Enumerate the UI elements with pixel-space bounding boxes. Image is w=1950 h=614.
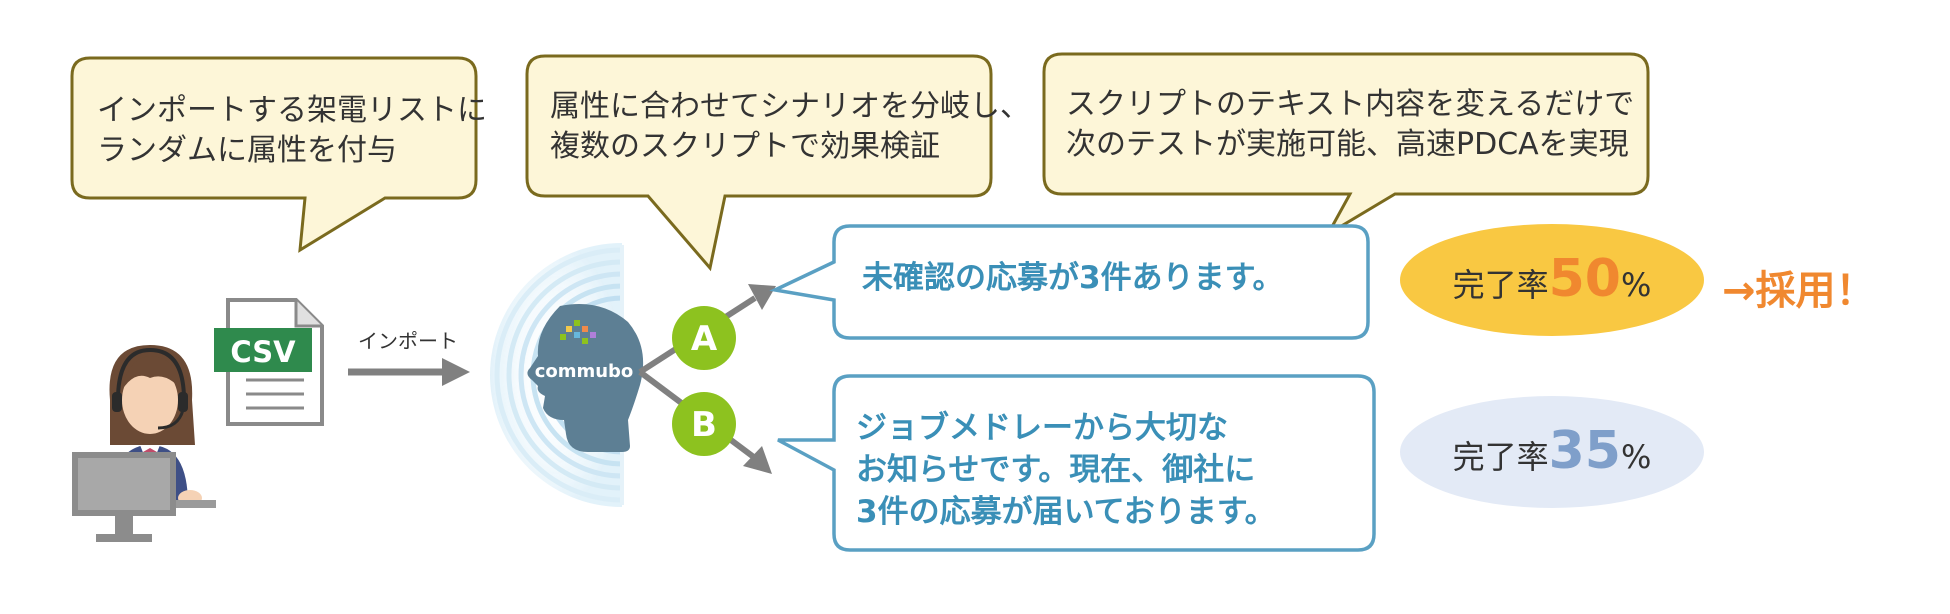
speech-b-line-3: 3件の応募が届いております。: [856, 494, 1276, 530]
callout-left-line-1: インポートする架電リストに: [97, 93, 487, 128]
rate-b-bubble: [1400, 396, 1704, 508]
csv-label: CSV: [230, 335, 296, 369]
callout-left-line-2: ランダムに属性を付与: [97, 133, 397, 168]
callout-right-shape: [1042, 52, 1650, 239]
rate-b-text: 完了率35%: [1453, 421, 1652, 481]
csv-file-icon: CSV: [214, 298, 324, 426]
branch-a: A 未確認の応募が3件あります。 完了率50% →採用！: [672, 224, 1876, 370]
headset-icon: [116, 347, 186, 401]
import-arrow: インポート: [348, 329, 470, 386]
callout-middle: 属性に合わせてシナリオを分岐し、 複数のスクリプトで効果検証: [525, 54, 1030, 272]
head-silhouette: [527, 304, 644, 452]
operator-face: [122, 366, 178, 434]
import-label: インポート: [358, 329, 458, 353]
speech-a-line-1: 未確認の応募が3件あります。: [862, 260, 1283, 296]
commubo-logo-text: commubo: [535, 361, 634, 382]
rate-b-label: 完了率: [1453, 438, 1549, 476]
rate-b-unit: %: [1621, 438, 1651, 476]
adopt-label: →採用！: [1722, 268, 1876, 314]
speech-a-shape: [769, 224, 1370, 340]
commubo-head: commubo: [490, 243, 644, 507]
branch-b-label: B: [691, 405, 717, 445]
keyboard: [168, 500, 216, 508]
branch-a-badge: [672, 306, 736, 370]
speech-b-shape: [777, 374, 1376, 552]
rate-a-text: 完了率50%: [1453, 249, 1652, 309]
callout-left-shape: [70, 56, 478, 253]
callout-middle-shape: [525, 54, 993, 272]
callout-right-line-1: スクリプトのテキスト内容を変えるだけで: [1066, 87, 1634, 122]
callout-right-line-2: 次のテストが実施可能、高速PDCAを実現: [1066, 127, 1629, 162]
rate-a-label: 完了率: [1453, 266, 1549, 304]
rate-a-unit: %: [1621, 266, 1651, 304]
callout-middle-line-1: 属性に合わせてシナリオを分岐し、: [550, 89, 1030, 124]
speech-b-line-1: ジョブメドレーから大切な: [856, 410, 1228, 446]
rate-b-value: 35: [1549, 421, 1621, 481]
callout-middle-line-2: 複数のスクリプトで効果検証: [550, 129, 940, 164]
callout-right: スクリプトのテキスト内容を変えるだけで 次のテストが実施可能、高速PDCAを実現: [1042, 52, 1650, 239]
branch-b: B ジョブメドレーから大切な お知らせです。現在、御社に 3件の応募が届いており…: [672, 374, 1704, 552]
speech-b-line-2: お知らせです。現在、御社に: [856, 452, 1255, 488]
branch-a-label: A: [691, 319, 718, 359]
operator-illustration: [72, 345, 216, 542]
rate-a-value: 50: [1549, 249, 1621, 309]
rate-a-bubble: [1400, 224, 1704, 336]
callout-left: インポートする架電リストに ランダムに属性を付与: [70, 56, 487, 253]
branch-b-badge: [672, 392, 736, 456]
